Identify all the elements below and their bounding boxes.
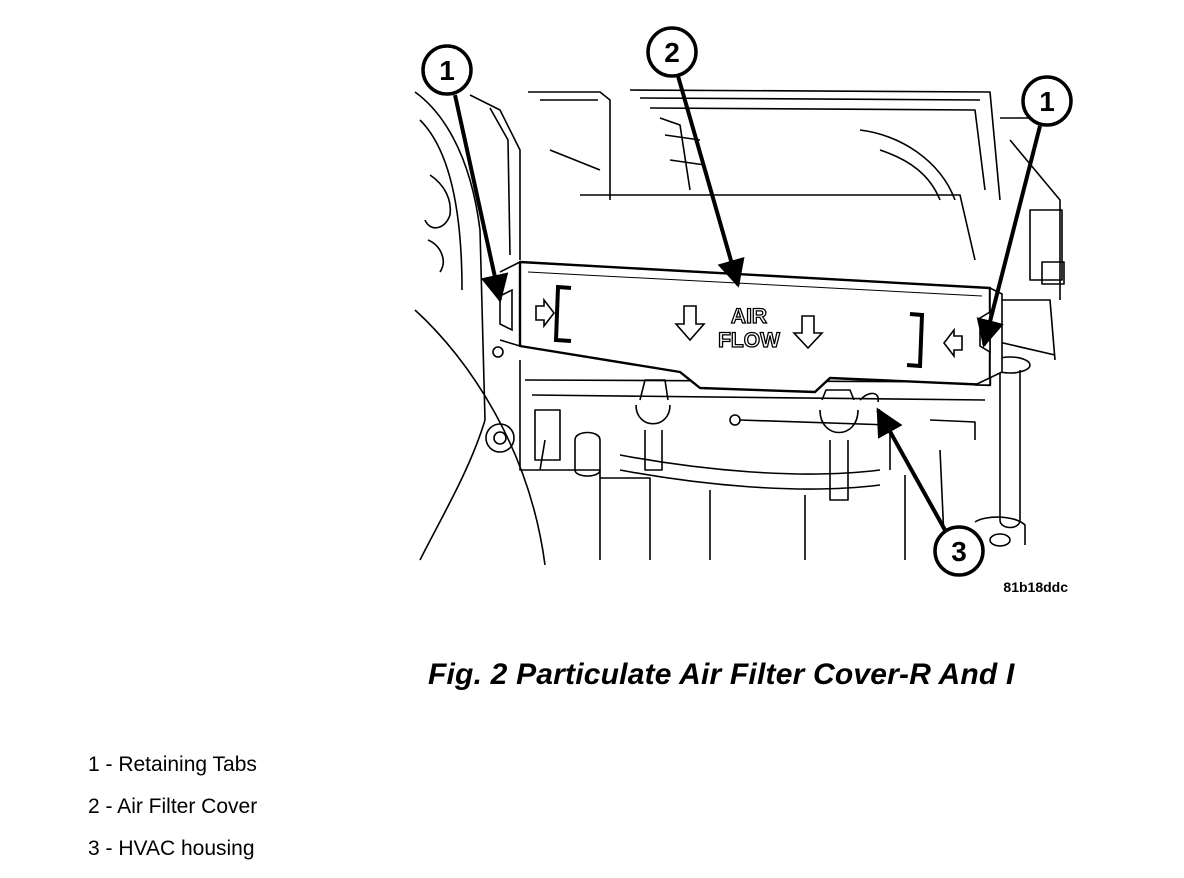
callout-3: 3 xyxy=(933,525,985,577)
callout-2: 2 xyxy=(646,26,698,78)
cover-label-flow: FLOW xyxy=(718,329,780,352)
arrow-down-icon xyxy=(674,305,706,342)
air-filter-cover: AIR FLOW xyxy=(499,260,1003,394)
leader-line-1-right xyxy=(976,125,1042,348)
background-hvac-linework xyxy=(414,89,1065,566)
callout-leaders xyxy=(453,75,1042,531)
air-filter-cover-illustration: AIR FLOW 1 2 1 3 81b18ddc xyxy=(414,26,1073,595)
callout-number: 1 xyxy=(439,55,455,86)
callout-1-right: 1 xyxy=(1021,75,1073,127)
arrow-left-icon xyxy=(942,327,963,359)
legend-list: 1 - Retaining Tabs 2 - Air Filter Cover … xyxy=(88,752,257,878)
legend-item: 3 - HVAC housing xyxy=(88,837,255,860)
callout-1-left: 1 xyxy=(421,44,473,96)
callout-number: 1 xyxy=(1039,86,1055,117)
leader-line-1-left xyxy=(453,94,509,303)
legend-item: 1 - Retaining Tabs xyxy=(88,753,257,776)
leader-line-2 xyxy=(676,75,745,288)
right-tab-bracket xyxy=(906,312,925,369)
figure-caption: Fig. 2 Particulate Air Filter Cover-R An… xyxy=(428,658,1015,691)
callout-number: 2 xyxy=(664,37,680,68)
arrow-down-icon xyxy=(792,315,824,350)
cover-label-air: AIR xyxy=(731,305,767,328)
arrow-right-icon xyxy=(535,297,556,329)
image-code: 81b18ddc xyxy=(1003,579,1068,595)
callout-number: 3 xyxy=(951,536,967,567)
legend-item: 2 - Air Filter Cover xyxy=(88,795,258,818)
leader-line-3 xyxy=(876,407,947,531)
left-tab-bracket xyxy=(553,284,572,343)
